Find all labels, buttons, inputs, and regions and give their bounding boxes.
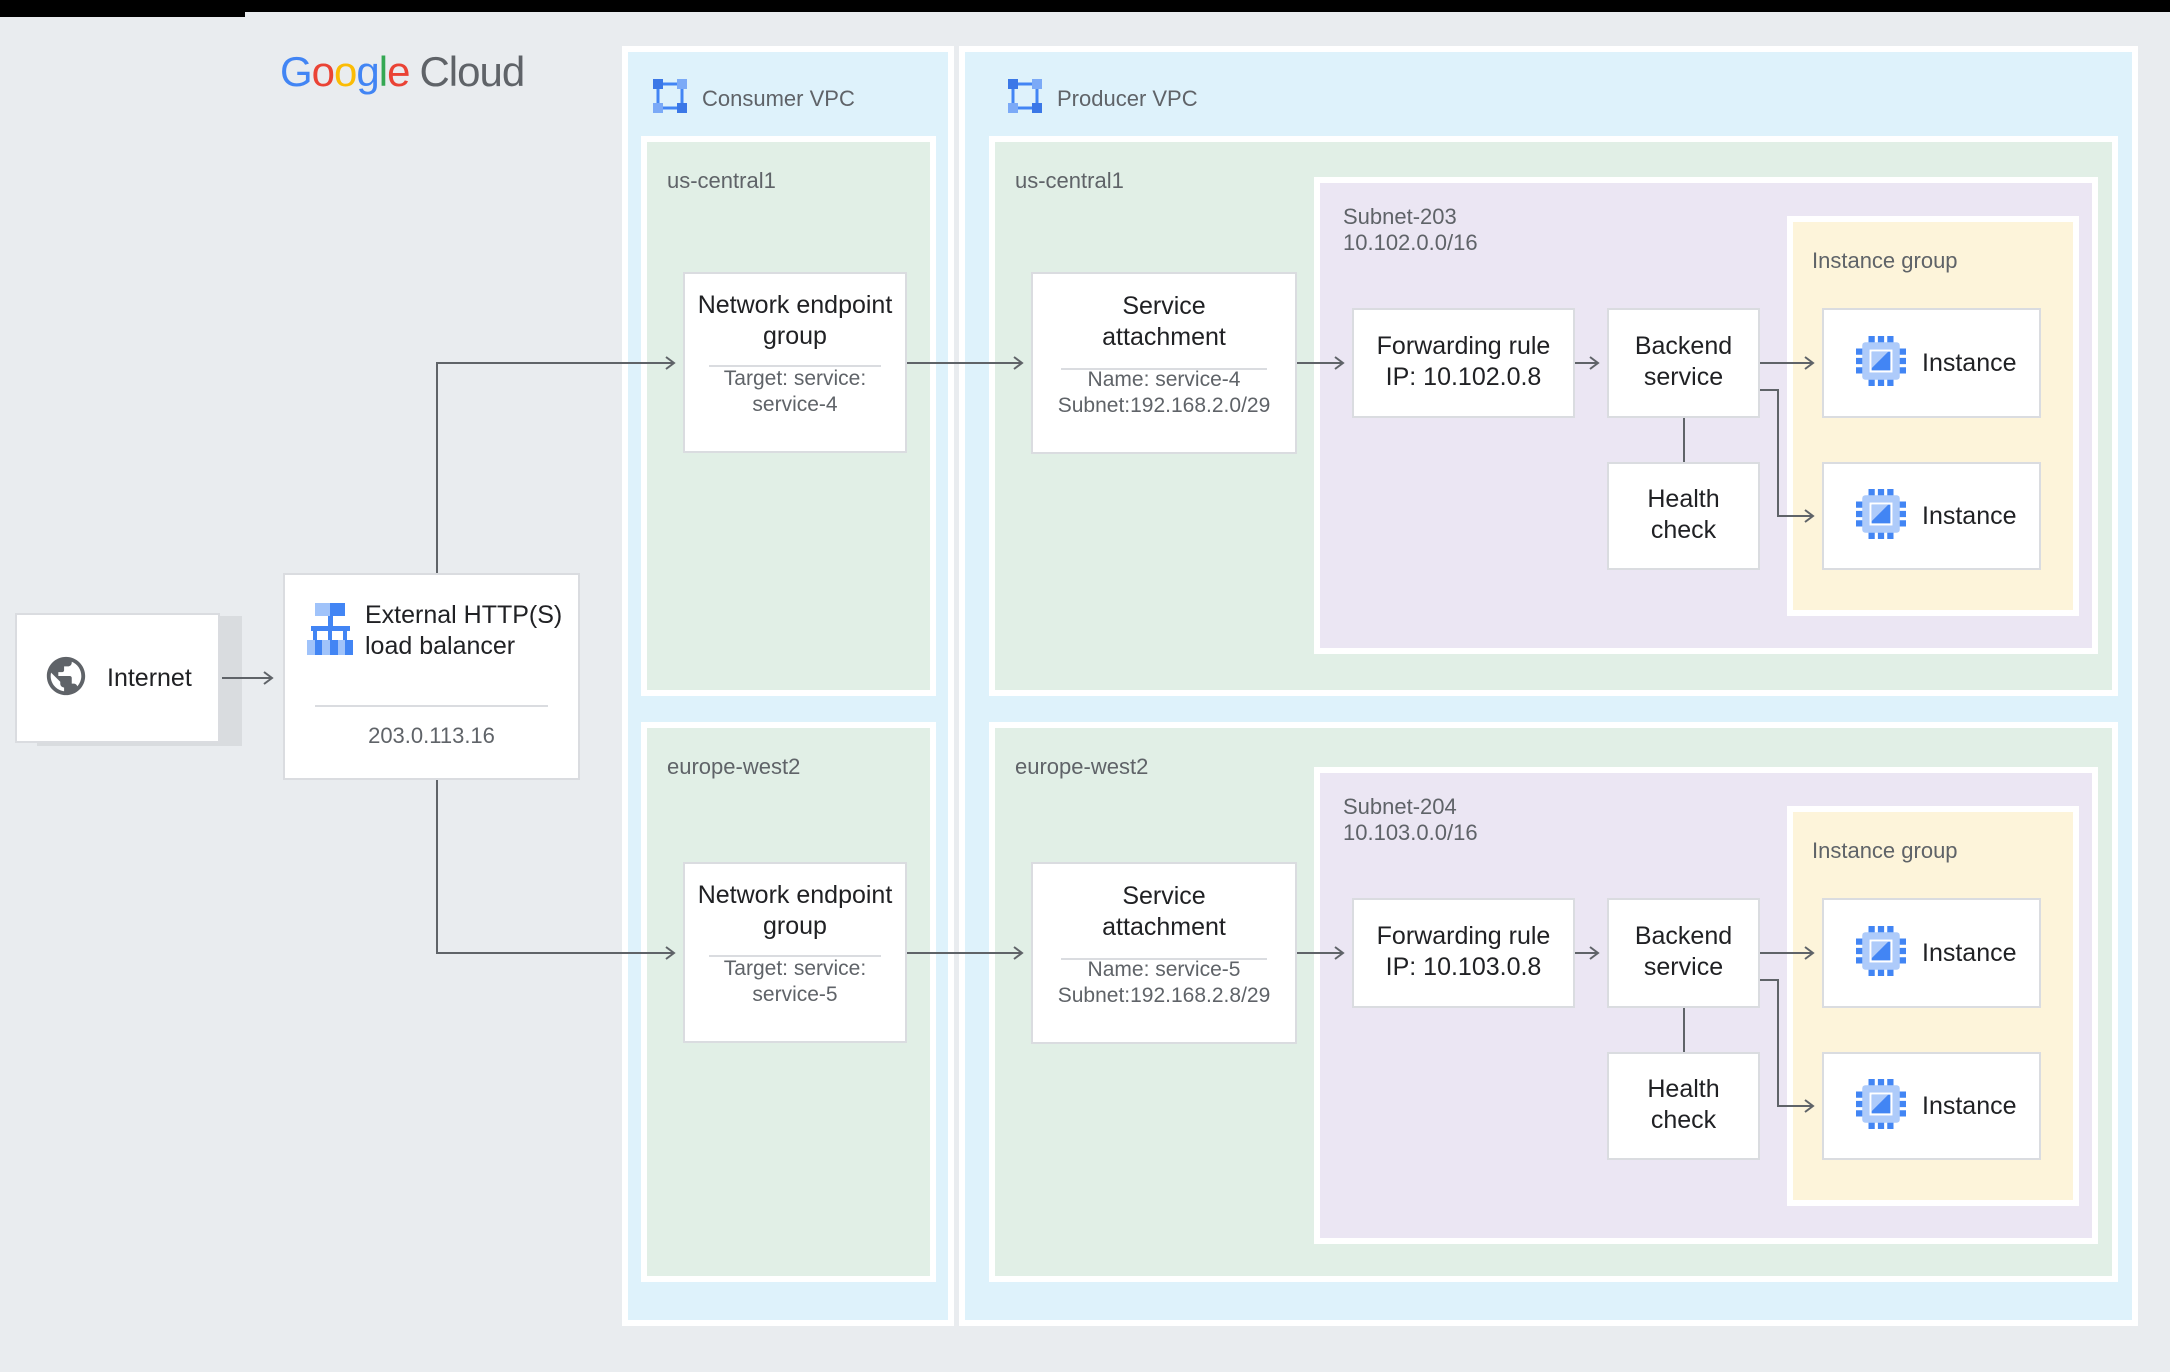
instance-2a: Instance <box>1822 898 2041 1008</box>
backend-service-title: Backend service <box>1634 922 1733 981</box>
divider <box>709 365 881 367</box>
health-check-title: Health check <box>1647 485 1720 544</box>
neg-target: Target: service: service-4 <box>685 352 905 418</box>
divider <box>315 705 548 707</box>
health-check-2: Health check <box>1607 1052 1760 1160</box>
logo-letter: l <box>378 48 388 95</box>
instance-group-label: Instance group <box>1812 248 1958 273</box>
compute-instance-icon <box>1856 925 1906 981</box>
internet-label: Internet <box>107 663 192 692</box>
health-check-1: Health check <box>1607 462 1760 570</box>
instance-label: Instance <box>1922 1091 2017 1120</box>
service-attachment-title: Service attachment <box>1102 882 1226 941</box>
network-endpoint-group-1: Network endpoint group Target: service: … <box>683 272 907 453</box>
divider <box>709 955 881 957</box>
service-attachment-subnet: Subnet:192.168.2.8/29 <box>1057 984 1271 1007</box>
neg-title: Network endpoint group <box>697 881 893 940</box>
instance-label: Instance <box>1922 501 2017 530</box>
load-balancer-ip: 203.0.113.16 <box>368 723 495 748</box>
health-check-title: Health check <box>1647 1075 1720 1134</box>
service-attachment-name: Name: service-5 <box>1087 958 1241 981</box>
service-attachment-details: Name: service-5 Subnet:192.168.2.8/29 <box>1033 943 1295 1009</box>
compute-instance-icon <box>1856 335 1906 391</box>
forwarding-rule-ip: IP: 10.102.0.8 <box>1385 363 1542 391</box>
service-attachment-details: Name: service-4 Subnet:192.168.2.0/29 <box>1033 353 1295 419</box>
region-label: europe-west2 <box>1015 754 1149 779</box>
load-balancer-icon <box>307 603 353 660</box>
producer-vpc-header: Producer VPC <box>1007 78 1198 119</box>
vpc-icon <box>652 78 688 119</box>
logo-letter: e <box>387 48 410 95</box>
logo-letter: g <box>356 48 379 95</box>
consumer-vpc-header: Consumer VPC <box>652 78 855 119</box>
subnet-label: Subnet-204 10.103.0.0/16 <box>1343 794 1478 846</box>
subnet-label: Subnet-203 10.102.0.0/16 <box>1343 204 1478 256</box>
top-bar <box>0 0 2170 12</box>
consumer-vpc-label: Consumer VPC <box>702 85 855 111</box>
load-balancer-title: External HTTP(S) load balancer <box>365 601 563 660</box>
subnet-cidr: 10.103.0.0/16 <box>1343 820 1478 845</box>
service-attachment-subnet: Subnet:192.168.2.0/29 <box>1057 394 1271 417</box>
service-attachment-1: Service attachment Name: service-4 Subne… <box>1031 272 1297 454</box>
top-bar-left <box>0 0 245 17</box>
region-label: us-central1 <box>1015 168 1124 193</box>
backend-service-title: Backend service <box>1634 332 1733 391</box>
globe-icon <box>43 653 89 704</box>
neg-title: Network endpoint group <box>697 291 893 350</box>
logo-cloud-text: Cloud <box>419 48 525 95</box>
forwarding-rule-title: Forwarding rule <box>1376 332 1551 360</box>
forwarding-rule-2: Forwarding rule IP: 10.103.0.8 <box>1352 898 1575 1008</box>
neg-target-line1: Target: service: <box>723 367 867 390</box>
region-label: us-central1 <box>667 168 776 193</box>
neg-target-line2: service-4 <box>752 393 838 416</box>
instance-1b: Instance <box>1822 462 2041 570</box>
service-attachment-title: Service attachment <box>1102 292 1226 351</box>
forwarding-rule-ip: IP: 10.103.0.8 <box>1385 953 1542 981</box>
instance-group-label: Instance group <box>1812 838 1958 863</box>
service-attachment-2: Service attachment Name: service-5 Subne… <box>1031 862 1297 1044</box>
neg-target: Target: service: service-5 <box>685 942 905 1008</box>
logo-letter: G <box>280 48 313 95</box>
forwarding-rule-1: Forwarding rule IP: 10.102.0.8 <box>1352 308 1575 418</box>
service-attachment-name: Name: service-4 <box>1087 368 1241 391</box>
neg-target-line2: service-5 <box>752 983 838 1006</box>
vpc-icon <box>1007 78 1043 119</box>
forwarding-rule-title: Forwarding rule <box>1376 922 1551 950</box>
logo-letter: o <box>334 48 357 95</box>
instance-2b: Instance <box>1822 1052 2041 1160</box>
subnet-name: Subnet-203 <box>1343 204 1457 229</box>
subnet-cidr: 10.102.0.0/16 <box>1343 230 1478 255</box>
neg-target-line1: Target: service: <box>723 957 867 980</box>
subnet-name: Subnet-204 <box>1343 794 1457 819</box>
backend-service-2: Backend service <box>1607 898 1760 1008</box>
internet-node: Internet <box>15 613 220 743</box>
compute-instance-icon <box>1856 488 1906 544</box>
compute-instance-icon <box>1856 1078 1906 1134</box>
divider <box>1061 368 1267 370</box>
network-endpoint-group-2: Network endpoint group Target: service: … <box>683 862 907 1043</box>
instance-1a: Instance <box>1822 308 2041 418</box>
instance-label: Instance <box>1922 348 2017 377</box>
region-label: europe-west2 <box>667 754 801 779</box>
producer-vpc-label: Producer VPC <box>1057 85 1198 111</box>
load-balancer-node: External HTTP(S) load balancer 203.0.113… <box>283 573 580 780</box>
backend-service-1: Backend service <box>1607 308 1760 418</box>
logo-letter: o <box>311 48 335 95</box>
instance-label: Instance <box>1922 938 2017 967</box>
divider <box>1061 958 1267 960</box>
